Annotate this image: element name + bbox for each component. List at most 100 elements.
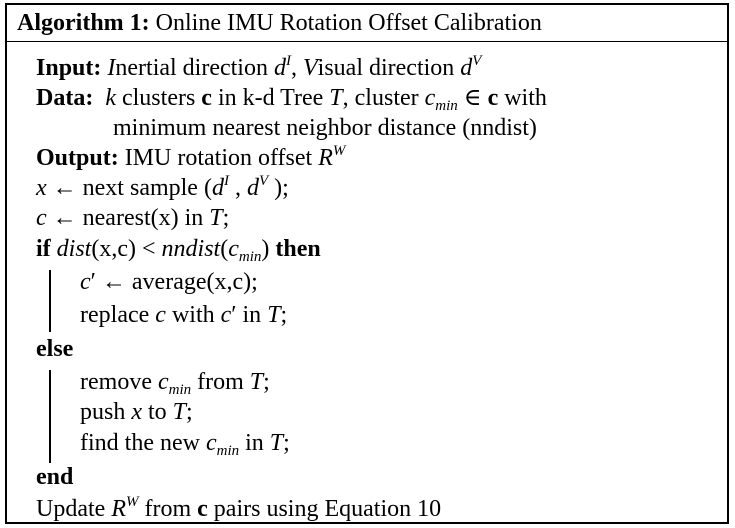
else2-text2: to: [142, 399, 173, 425]
update-text1: Update: [36, 496, 112, 522]
if-c: c: [228, 236, 239, 262]
if-close: ): [261, 236, 270, 262]
step-nearest: c ← nearest(x) in T;: [36, 203, 229, 233]
output-text: IMU rotation offset: [124, 145, 319, 171]
update-text2: from: [138, 496, 198, 522]
else3-text1: find the new: [80, 430, 206, 456]
data-text-with: with: [498, 85, 547, 111]
input-sup-v: V: [472, 53, 482, 69]
else3-T: T: [269, 430, 284, 456]
then1-text: ← average(x,c);: [95, 269, 258, 295]
step1-text2: ,: [228, 175, 247, 201]
if-lt: <: [136, 236, 162, 262]
else3-c: c: [205, 430, 217, 456]
input-line: Input: Inertial direction dI, Visual dir…: [36, 53, 481, 83]
step-next-sample: x ← next sample (dI , dV );: [36, 173, 289, 203]
data-k: k: [105, 85, 116, 111]
output-R: R: [318, 145, 333, 171]
update-c-bold: c: [197, 496, 208, 522]
data-element-of: ∈: [457, 85, 488, 111]
input-separator: ,: [290, 55, 303, 81]
else3-text3: ;: [283, 430, 290, 456]
update-line: Update RW from c pairs using Equation 10: [36, 494, 441, 524]
update-text3: pairs using Equation 10: [207, 496, 442, 522]
then-replace-line: replace c with c′ in T;: [80, 300, 287, 330]
step1-sup-i: I: [223, 173, 229, 189]
if-line: if dist(x,c) < nndist(cmin) then: [36, 234, 321, 265]
else-push-line: push x to T;: [80, 397, 193, 427]
then-block-bar: [49, 270, 51, 332]
input-d-visual: d: [460, 55, 473, 81]
step2-text2: ;: [222, 205, 230, 231]
then2-text3: in: [236, 302, 268, 328]
output-keyword: Output:: [36, 145, 119, 171]
input-d-inertial: d: [273, 55, 286, 81]
update-sup-w: W: [125, 494, 139, 510]
then2-c2: c: [220, 302, 232, 328]
else3-text2: in: [239, 430, 270, 456]
data-c-bold: c: [201, 85, 212, 111]
else1-c: c: [157, 369, 169, 395]
else-line: else: [36, 334, 73, 364]
step1-d2: d: [246, 175, 259, 201]
data-cmin: c: [424, 85, 436, 111]
step1-text3: );: [268, 175, 289, 201]
algorithm-title: Online IMU Rotation Offset Calibration: [155, 10, 542, 36]
step2-c: c: [36, 205, 47, 231]
if-args: (x,c): [91, 236, 136, 262]
if-open: (: [220, 236, 229, 262]
then2-T: T: [267, 302, 281, 328]
then2-text2: with: [165, 302, 221, 328]
input-keyword: Input:: [36, 55, 102, 81]
then-average-line: c′ ← average(x,c);: [80, 267, 258, 297]
else-keyword: else: [36, 336, 74, 362]
end-keyword: end: [36, 464, 74, 490]
algorithm-header: Algorithm 1: Online IMU Rotation Offset …: [7, 5, 727, 42]
algorithm-box: Algorithm 1: Online IMU Rotation Offset …: [5, 3, 729, 524]
input-sup-i: I: [285, 53, 291, 69]
then1-c: c: [80, 269, 91, 295]
else1-text2: from: [191, 369, 250, 395]
if-dist: dist: [56, 236, 92, 262]
data-text-tree: in k-d Tree: [211, 85, 330, 111]
output-line: Output: IMU rotation offset RW: [36, 143, 345, 173]
data-min-sub: min: [435, 98, 458, 114]
then1-prime: ′: [90, 269, 96, 295]
if-keyword: if: [36, 236, 51, 262]
algorithm-label: Algorithm 1:: [17, 10, 150, 36]
then2-text4: ;: [280, 302, 288, 328]
else2-text1: push: [80, 399, 132, 425]
else-block-bar: [49, 370, 51, 463]
step2-T: T: [209, 205, 223, 231]
else-remove-line: remove cmin from T;: [80, 367, 270, 398]
data-text-clusters: clusters: [115, 85, 202, 111]
update-R: R: [111, 496, 126, 522]
else-find-line: find the new cmin in T;: [80, 428, 290, 459]
input-var-i: I: [107, 55, 116, 81]
input-text-visual: isual direction: [317, 55, 461, 81]
else1-text1: remove: [80, 369, 158, 395]
step1-d1: d: [211, 175, 224, 201]
input-text-inertial: nertial direction: [115, 55, 274, 81]
input-var-v: V: [302, 55, 318, 81]
data-keyword: Data:: [36, 85, 94, 111]
then-keyword: then: [275, 236, 321, 262]
data-line: Data: k clusters c in k-d Tree T, cluste…: [36, 83, 547, 114]
end-line: end: [36, 462, 73, 492]
then2-text1: replace: [80, 302, 156, 328]
then2-c: c: [155, 302, 166, 328]
else2-text3: ;: [186, 399, 193, 425]
output-sup-w: W: [332, 143, 346, 159]
data-text-cluster: , cluster: [342, 85, 425, 111]
else1-T: T: [249, 369, 264, 395]
else1-text3: ;: [263, 369, 270, 395]
data-continuation-line: minimum nearest neighbor distance (nndis…: [113, 115, 537, 141]
step2-text1: ← nearest(x) in: [46, 205, 210, 231]
data-c-bold-2: c: [487, 85, 499, 111]
if-min-sub: min: [238, 249, 262, 265]
data-T: T: [329, 85, 343, 111]
step1-text1: ← next sample (: [46, 175, 212, 201]
step1-sup-v: V: [258, 173, 269, 189]
else3-min-sub: min: [216, 443, 240, 459]
step1-x: x: [36, 175, 47, 201]
